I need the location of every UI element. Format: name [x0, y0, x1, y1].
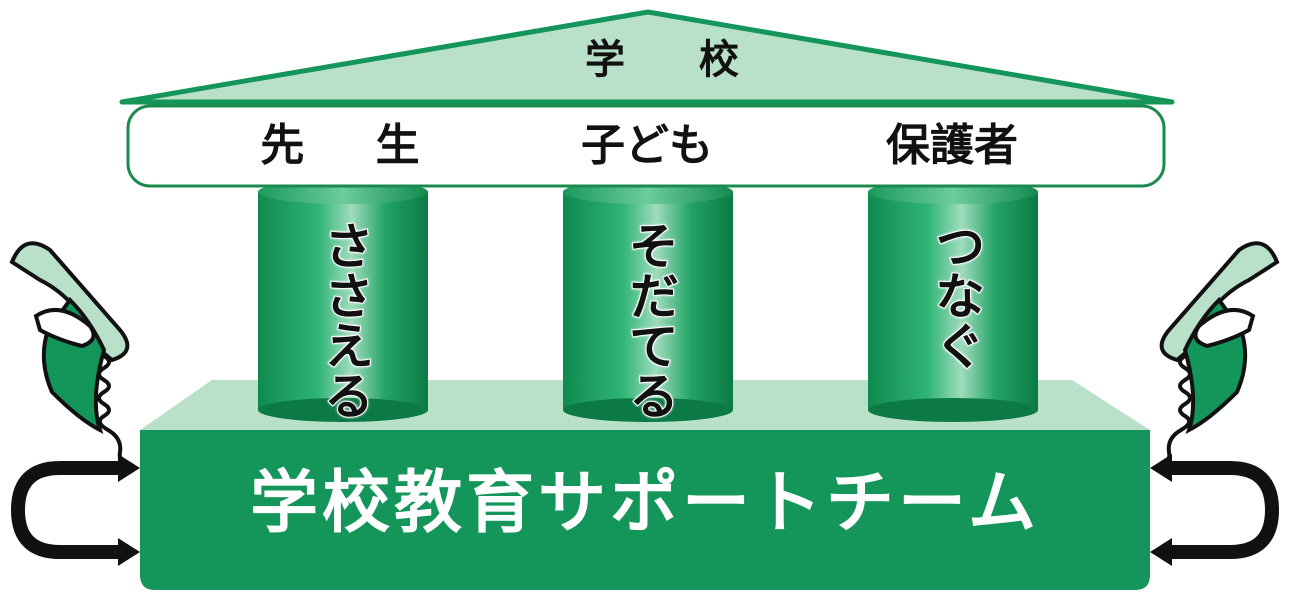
team-banner — [140, 430, 1150, 590]
roof-title: 学 校 — [585, 37, 769, 83]
roof — [119, 9, 1175, 105]
team-name: 学校教育サポートチーム — [250, 464, 1040, 543]
role-beam — [126, 104, 1166, 188]
u-turn-arrow-icon — [1150, 454, 1280, 566]
pillar-2 — [563, 180, 733, 422]
telephone-handset-icon — [1157, 241, 1280, 474]
telephone-handset-icon — [9, 241, 132, 474]
u-turn-arrow-icon — [10, 454, 140, 566]
role-children: 子ども — [581, 120, 713, 171]
pillar-2-label: そだてる — [620, 219, 680, 421]
pillar-1-label: ささえる — [315, 219, 375, 421]
role-teacher: 先 生 — [260, 120, 448, 171]
pillar-1 — [258, 180, 428, 422]
pillar-3-label: つなぐ — [926, 219, 986, 371]
role-parents: 保護者 — [886, 120, 1018, 171]
